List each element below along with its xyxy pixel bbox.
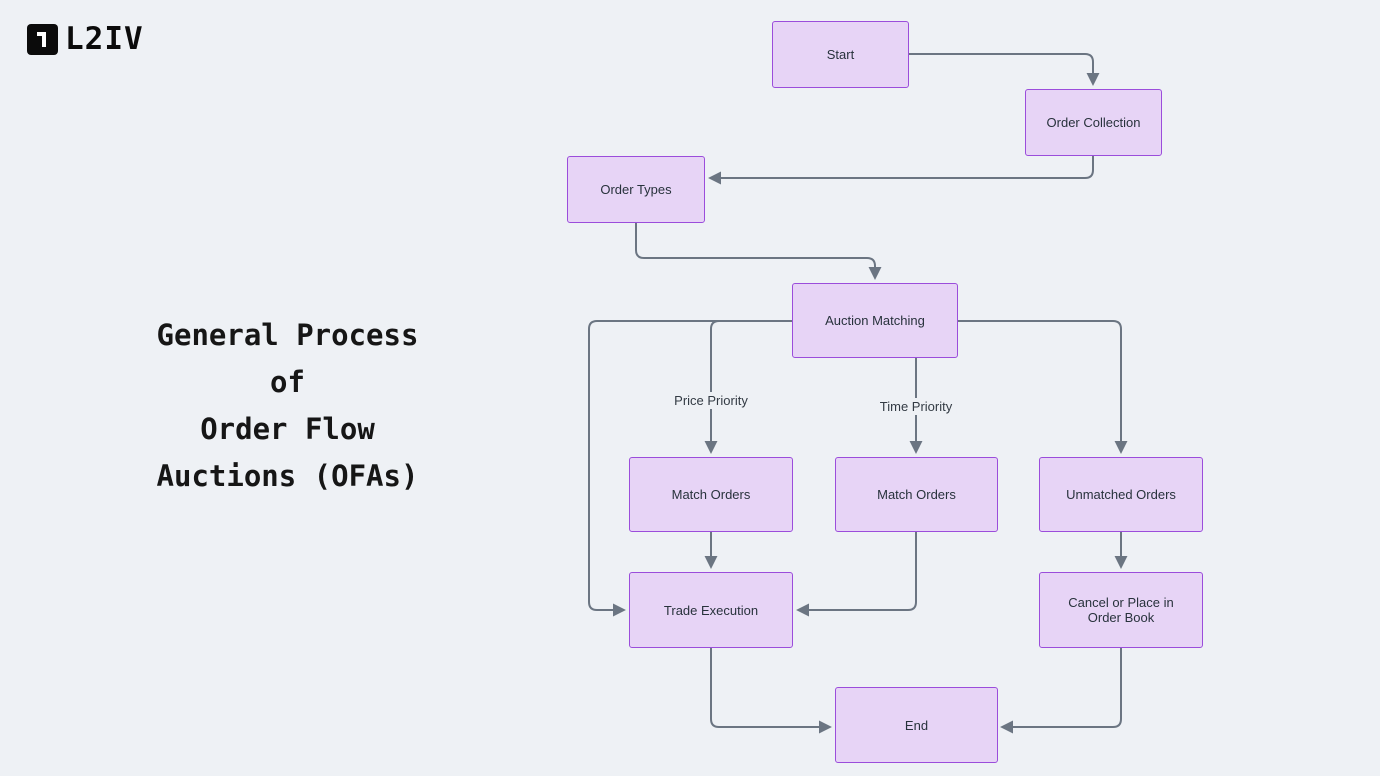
title-line-2: of bbox=[270, 365, 305, 399]
edge-order-types-auction-matching bbox=[635, 223, 882, 280]
node-order-collection: Order Collection bbox=[1025, 89, 1162, 156]
edge-label-price-priority: Price Priority bbox=[669, 392, 753, 409]
page-title: General Process of Order Flow Auctions (… bbox=[110, 312, 465, 500]
node-match-orders-price: Match Orders bbox=[629, 457, 793, 532]
node-order-types: Order Types bbox=[567, 156, 705, 223]
node-end-label: End bbox=[904, 717, 929, 733]
node-auction-matching: Auction Matching bbox=[792, 283, 958, 358]
node-trade-execution: Trade Execution bbox=[629, 572, 793, 648]
logo-square-icon bbox=[27, 23, 58, 55]
title-line-4: Auctions (OFAs) bbox=[156, 459, 419, 493]
edge-order-collection-order-types bbox=[708, 156, 1094, 185]
edge-start-order-collection bbox=[908, 53, 1100, 86]
node-trade-execution-label: Trade Execution bbox=[663, 602, 759, 618]
node-order-collection-label: Order Collection bbox=[1046, 115, 1141, 130]
logo: L2IV bbox=[27, 21, 144, 57]
title-line-3: Order Flow bbox=[200, 412, 375, 446]
node-unmatched-orders: Unmatched Orders bbox=[1039, 457, 1203, 532]
node-cancel-or-place: Cancel or Place in Order Book bbox=[1039, 572, 1203, 648]
logo-text: L2IV bbox=[65, 21, 144, 57]
edge-auction-matching-match-orders-price bbox=[704, 320, 792, 454]
node-end: End bbox=[835, 687, 998, 763]
node-unmatched-orders-label: Unmatched Orders bbox=[1066, 487, 1176, 502]
edge-auction-matching-trade-execution bbox=[588, 320, 792, 617]
node-cancel-or-place-label: Cancel or Place in Order Book bbox=[1068, 595, 1174, 625]
node-start: Start bbox=[772, 21, 909, 88]
node-match-orders-time: Match Orders bbox=[835, 457, 998, 532]
node-order-types-label: Order Types bbox=[600, 182, 672, 197]
node-match-orders-price-label: Match Orders bbox=[671, 487, 751, 502]
node-start-label: Start bbox=[826, 47, 855, 62]
edge-label-time-priority: Time Priority bbox=[874, 398, 958, 415]
node-auction-matching-label: Auction Matching bbox=[825, 313, 925, 328]
node-match-orders-time-label: Match Orders bbox=[877, 487, 956, 502]
edge-trade-execution-end bbox=[710, 648, 832, 734]
edge-cancel-or-place-end bbox=[1000, 648, 1122, 734]
edge-match-orders-time-trade-execution bbox=[796, 532, 917, 617]
title-line-1: General Process bbox=[156, 318, 419, 352]
edge-auction-matching-unmatched-orders bbox=[958, 320, 1128, 454]
